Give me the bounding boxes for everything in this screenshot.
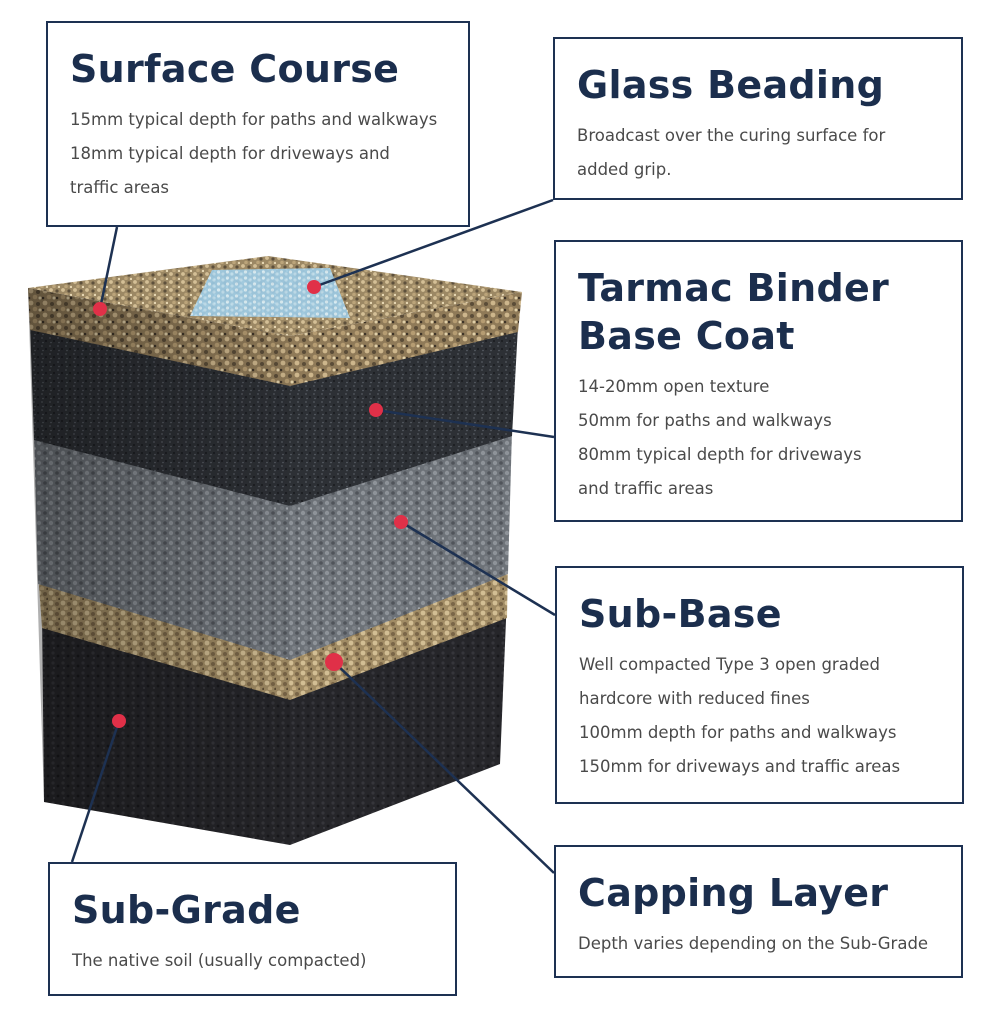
block-left-shade — [28, 288, 290, 845]
marker-subbase — [394, 515, 408, 529]
callout-line: 15mm typical depth for paths and walkway… — [70, 110, 438, 129]
callout-title: Sub-Base — [579, 592, 782, 636]
callout-line: 18mm typical depth for driveways and — [70, 144, 390, 163]
sub-grade-callout: Sub-Grade The native soil (usually compa… — [48, 862, 457, 996]
surface-course-side-right — [290, 292, 522, 386]
callout-line: Well compacted Type 3 open graded — [579, 655, 880, 674]
leader-tarmac — [375, 408, 555, 439]
callout-title: Glass Beading — [577, 63, 885, 107]
callout-line: 14-20mm open texture — [578, 377, 770, 396]
leader-surface — [98, 226, 119, 310]
callout-line: 100mm depth for paths and walkways — [579, 723, 897, 742]
callout-title: Capping Layer — [578, 871, 889, 915]
callout-line: and traffic areas — [578, 479, 714, 498]
callout-line: The native soil (usually compacted) — [72, 951, 367, 970]
callout-title-line: Tarmac Binder — [578, 266, 890, 310]
callout-line: traffic areas — [70, 178, 170, 197]
marker-dots — [93, 280, 408, 728]
marker-subgrade — [112, 714, 126, 728]
layer-block — [28, 256, 522, 845]
callout-line: added grip. — [577, 160, 672, 179]
leader-capping — [333, 661, 555, 874]
callout-line: Depth varies depending on the Sub-Grade — [578, 934, 929, 953]
callout-title-line: Base Coat — [578, 314, 795, 358]
marker-capping — [325, 653, 343, 671]
glass-beading-callout: Glass Beading Broadcast over the curing … — [553, 37, 963, 200]
callout-title: Surface Course — [70, 47, 400, 91]
callout-line: 80mm typical depth for driveways — [578, 445, 862, 464]
glass-beading-patch — [190, 268, 350, 318]
callout-title: Sub-Grade — [72, 888, 301, 932]
surface-course-callout: Surface Course 15mm typical depth for pa… — [46, 21, 470, 227]
marker-surface — [93, 302, 107, 316]
leader-subgrade — [70, 720, 121, 863]
capping-layer-callout: Capping Layer Depth varies depending on … — [554, 845, 963, 978]
marker-glass — [307, 280, 321, 294]
sub-grade-layer-right — [290, 596, 507, 845]
callout-line: Broadcast over the curing surface for — [577, 126, 886, 145]
leader-lines — [70, 198, 556, 874]
callout-line: 150mm for driveways and traffic areas — [579, 757, 901, 776]
marker-tarmac — [369, 403, 383, 417]
callout-line: hardcore with reduced fines — [579, 689, 810, 708]
sub-base-callout: Sub-Base Well compacted Type 3 open grad… — [555, 566, 964, 804]
leader-glass — [313, 198, 554, 289]
leader-subbase — [400, 520, 556, 617]
callout-line: 50mm for paths and walkways — [578, 411, 832, 430]
